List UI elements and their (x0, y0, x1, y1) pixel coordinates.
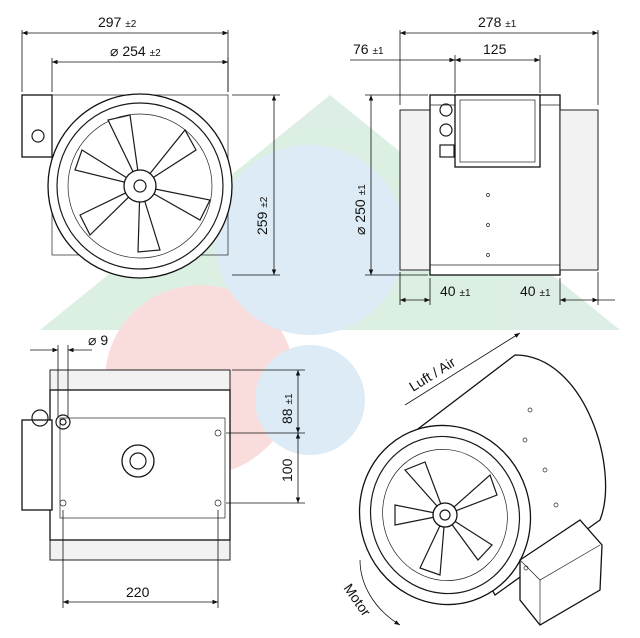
motor-shaft (121, 444, 155, 478)
impeller-blades (74, 114, 211, 253)
svg-text:259 ±2: 259 ±2 (254, 196, 270, 235)
dim-76: 76 (353, 41, 369, 57)
diameter-symbol: ⌀ (110, 43, 118, 59)
svg-text:40 ±1: 40 ±1 (520, 283, 551, 299)
svg-text:76 ±1: 76 ±1 (353, 41, 384, 57)
airflow-label: Luft / Air (406, 354, 458, 395)
svg-text:⌀ 254 ±2: ⌀ 254 ±2 (110, 43, 161, 59)
svg-text:297 ±2: 297 ±2 (98, 14, 137, 30)
dim-297-tol: ±2 (125, 19, 136, 30)
dim-40-left-tol: ±1 (459, 288, 470, 299)
dim-250-tol: ±1 (357, 184, 368, 195)
plan-view (21, 369, 231, 561)
front-view (21, 93, 233, 279)
dim-259-tol: ±2 (259, 196, 270, 207)
dim-254: 254 (122, 43, 146, 59)
plan-view-dimensions: ⌀ 9 88 ±1 100 220 (30, 332, 305, 608)
dim-254-tol: ±2 (150, 48, 161, 59)
dim-297: 297 (98, 14, 122, 30)
dim-278-tol: ±1 (505, 19, 516, 30)
dim-76-tol: ±1 (372, 46, 383, 57)
svg-text:88 ±1: 88 ±1 (279, 393, 295, 424)
dim-250: 250 (352, 199, 368, 223)
cable-gland (31, 129, 45, 143)
dim-88-tol: ±1 (284, 393, 295, 404)
diameter-symbol-3: ⌀ (88, 332, 96, 348)
dim-259: 259 (254, 211, 270, 235)
diameter-symbol-2: ⌀ (352, 227, 368, 235)
terminal-box (454, 94, 541, 168)
svg-text:⌀ 9: ⌀ 9 (88, 332, 108, 348)
dim-100: 100 (279, 458, 295, 482)
isometric-view (358, 354, 607, 626)
side-view-dimensions: 278 ±1 76 ±1 125 ⌀ 250 ±1 40 ±1 40 ±1 (350, 14, 615, 305)
dim-88: 88 (279, 408, 295, 424)
iso-terminal-box (519, 519, 603, 626)
dim-125: 125 (483, 41, 507, 57)
dim-40-right-tol: ±1 (539, 288, 550, 299)
dim-9: 9 (100, 332, 108, 348)
front-view-dimensions: 297 ±2 ⌀ 254 ±2 259 ±2 (21, 14, 280, 276)
mounting-hole (55, 414, 71, 430)
dim-220: 220 (126, 584, 150, 600)
svg-text:40 ±1: 40 ±1 (440, 283, 471, 299)
plan-terminal-box (21, 419, 53, 511)
dim-278: 278 (478, 14, 502, 30)
terminal-box-side (21, 94, 53, 158)
hub (123, 169, 157, 203)
svg-text:278 ±1: 278 ±1 (478, 14, 517, 30)
dim-40-left: 40 (440, 283, 456, 299)
dim-40-right: 40 (520, 283, 536, 299)
iso-impeller-blades (394, 461, 498, 576)
side-view (399, 94, 599, 276)
svg-text:⌀ 250 ±1: ⌀ 250 ±1 (352, 184, 368, 235)
motor-label: Motor (341, 581, 375, 620)
